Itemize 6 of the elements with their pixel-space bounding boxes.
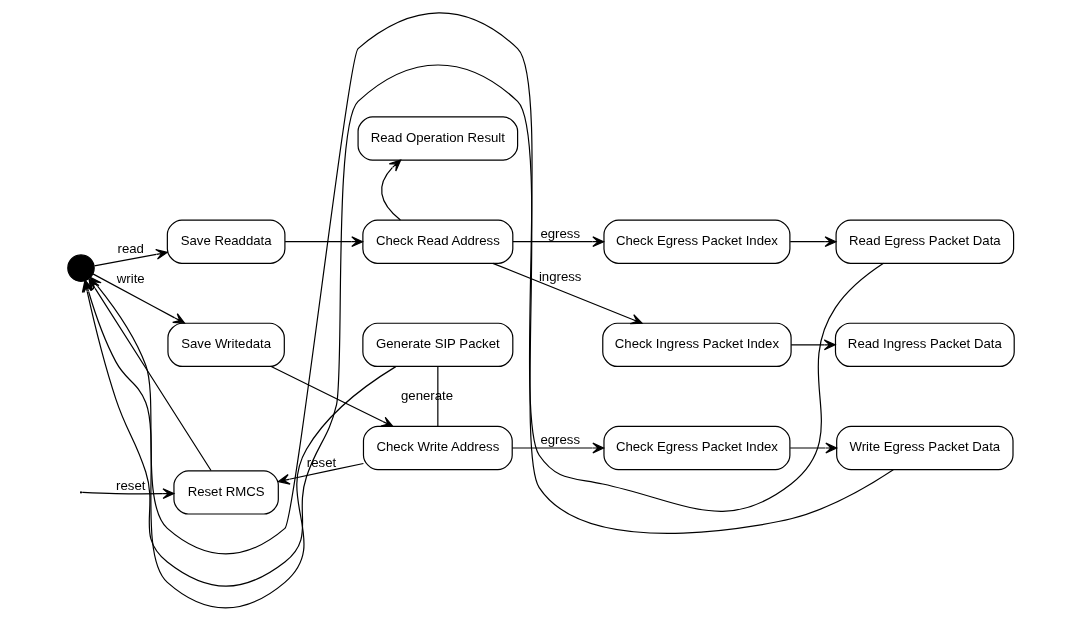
- edge-label: egress: [539, 432, 580, 448]
- edge-label: egress: [539, 225, 580, 241]
- edge-label: write: [116, 271, 145, 287]
- edge-label: reset: [115, 477, 145, 493]
- edge-label: ingress: [538, 269, 581, 285]
- edge-label: read: [117, 241, 144, 257]
